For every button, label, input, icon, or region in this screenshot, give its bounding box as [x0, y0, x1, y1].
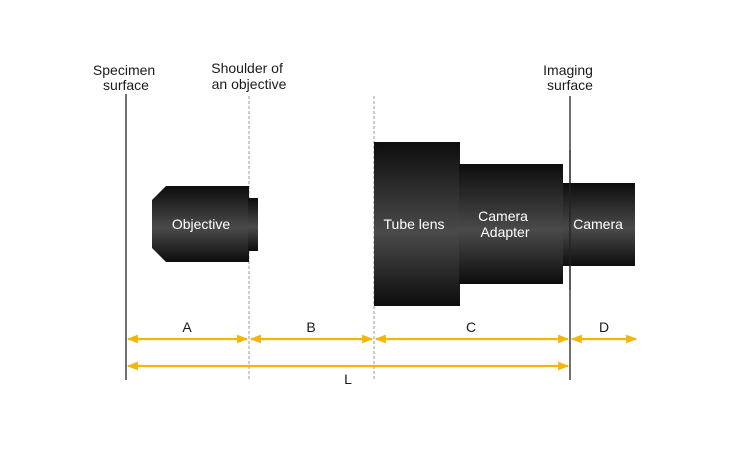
- dimension-label-d: D: [599, 319, 609, 335]
- camera-adapter-body: Camera Adapter: [459, 164, 563, 284]
- objective-label: Objective: [172, 216, 231, 232]
- dimension-label-a: A: [182, 319, 192, 335]
- objective-body: Objective: [152, 186, 258, 262]
- dimension-label-b: B: [306, 319, 315, 335]
- tube-lens-label: Tube lens: [384, 216, 445, 232]
- tube-lens-body: Tube lens: [374, 142, 460, 306]
- camera-adapter-label: Camera Adapter: [478, 208, 532, 240]
- dimension-label-c: C: [466, 319, 476, 335]
- camera-label: Camera: [573, 216, 623, 232]
- specimen-surface-label: Specimen surface: [93, 62, 159, 93]
- dimension-label-l: L: [344, 371, 352, 387]
- camera-body: Camera: [563, 183, 635, 266]
- shoulder-label: Shoulder of an objective: [211, 60, 287, 92]
- imaging-surface-label: Imaging surface: [543, 62, 597, 93]
